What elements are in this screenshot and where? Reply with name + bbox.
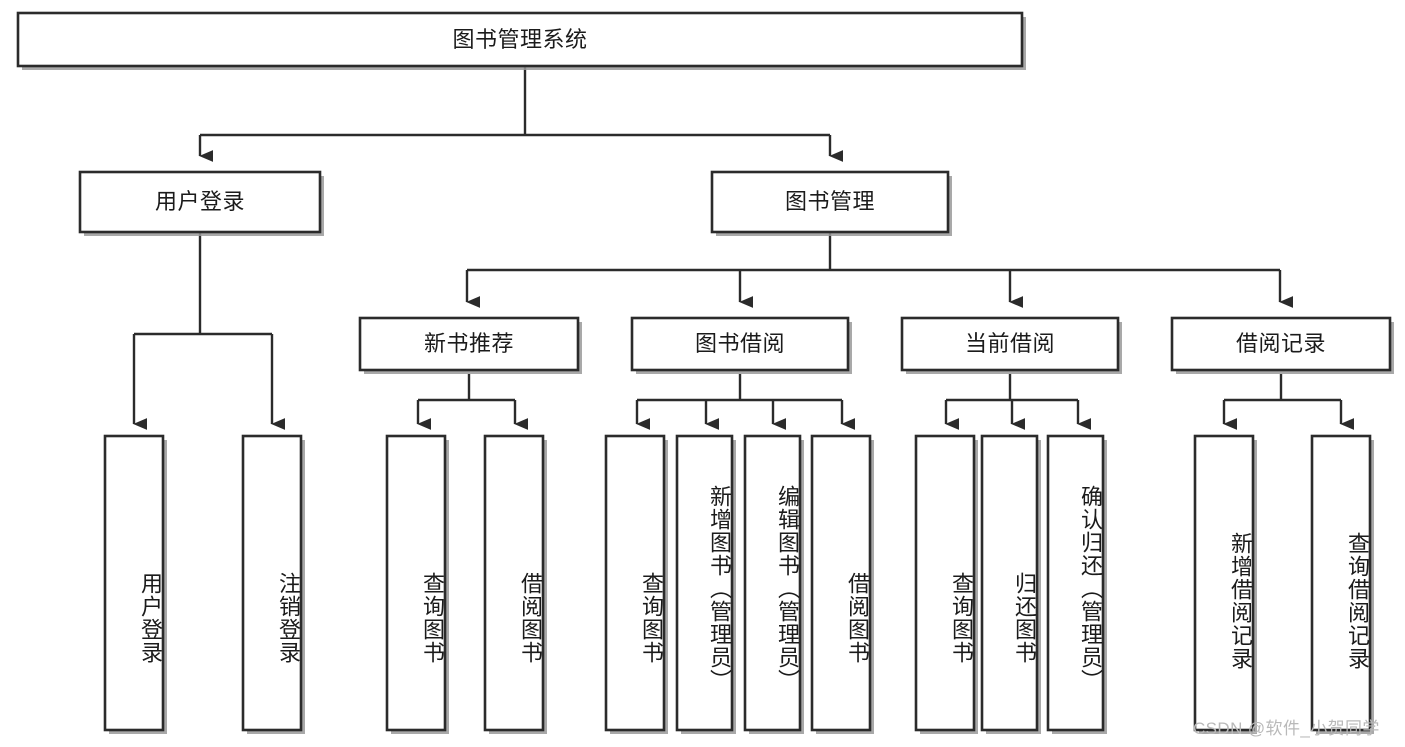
node-leaf-return-book[interactable] (980, 434, 1039, 732)
node-layer (16, 11, 1394, 734)
node-leaf-query-borrow-record[interactable] (1310, 434, 1372, 732)
watermark: CSDN @软件_小贺同学 (1193, 719, 1380, 738)
node-leaf-query-book-2[interactable] (604, 434, 666, 732)
node-leaf-query-book-1[interactable] (385, 434, 447, 732)
node-leaf-user-login[interactable] (103, 434, 165, 732)
node-leaf-add-book-admin[interactable] (675, 434, 734, 732)
node-leaf-add-borrow-record[interactable] (1193, 434, 1255, 732)
node-user-login[interactable] (78, 170, 322, 234)
node-book-management[interactable] (710, 170, 950, 234)
connector-layer (132, 66, 1355, 430)
node-new-book-recommend[interactable] (358, 316, 580, 372)
node-leaf-borrow-book-2[interactable] (810, 434, 872, 732)
node-leaf-logout[interactable] (241, 434, 303, 732)
node-leaf-borrow-book-1[interactable] (483, 434, 545, 732)
node-leaf-confirm-return-admin[interactable] (1046, 434, 1105, 732)
node-book-borrow[interactable] (630, 316, 850, 372)
node-leaf-query-book-3[interactable] (914, 434, 976, 732)
node-borrow-record[interactable] (1170, 316, 1392, 372)
node-leaf-edit-book-admin[interactable] (743, 434, 802, 732)
node-current-borrow[interactable] (900, 316, 1120, 372)
node-book-management-system[interactable] (16, 11, 1024, 68)
